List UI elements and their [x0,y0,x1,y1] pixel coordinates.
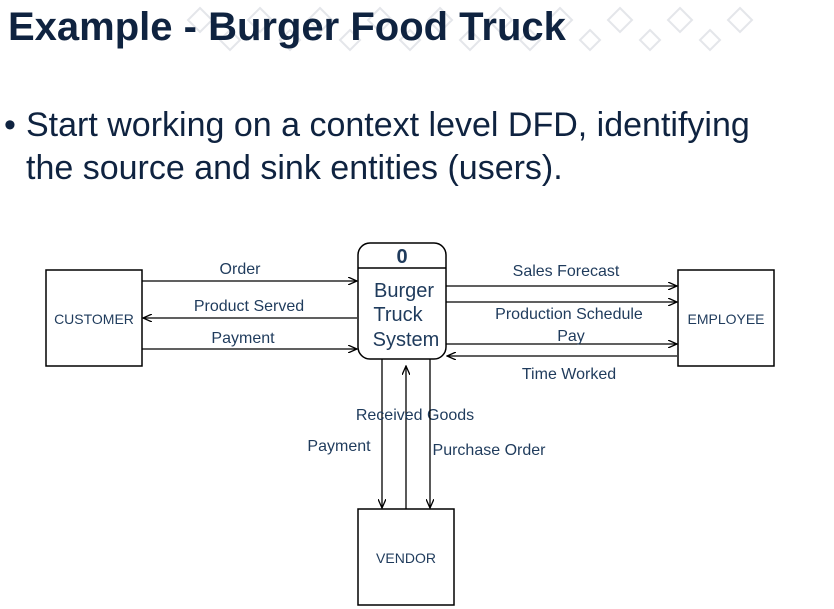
vendor-label: VENDOR [376,550,436,566]
slide-title: Example - Burger Food Truck [8,5,566,49]
product-served-flow-label: Product Served [194,298,304,315]
bullet-point: • Start working on a context level DFD, … [4,104,834,190]
process-box [357,242,447,360]
process-name-line-3: System [373,329,440,351]
customer-entity [45,269,143,367]
order-flow-label: Order [220,261,262,278]
bullet-line-2: the source and sink entities (users). [26,149,563,187]
title-banner: Example - Burger Food Truck [0,0,834,58]
received-goods-flow-label: Received Goods [356,407,474,424]
sales-forecast-flow-label: Sales Forecast [513,263,620,280]
customer-payment-flow-label: Payment [211,330,275,347]
purchase-order-flow-label: Purchase Order [433,442,547,459]
process-name-line-2: Truck [373,304,423,326]
vendor-entity [357,508,455,606]
production-schedule-flow-label: Production Schedule [495,306,643,323]
bullet-line-1: Start working on a context level DFD, id… [26,106,750,144]
customer-label: CUSTOMER [54,311,134,327]
pay-flow-label: Pay [557,328,585,345]
time-worked-flow-label: Time Worked [522,366,616,383]
employee-entity [677,269,775,367]
vendor-payment-flow-label: Payment [307,438,371,455]
process-name-line-1: Burger [374,280,434,302]
employee-label: EMPLOYEE [687,311,764,327]
decorative-pattern [186,6,754,52]
bullet-icon: • [4,106,16,144]
process-id: 0 [396,246,407,268]
